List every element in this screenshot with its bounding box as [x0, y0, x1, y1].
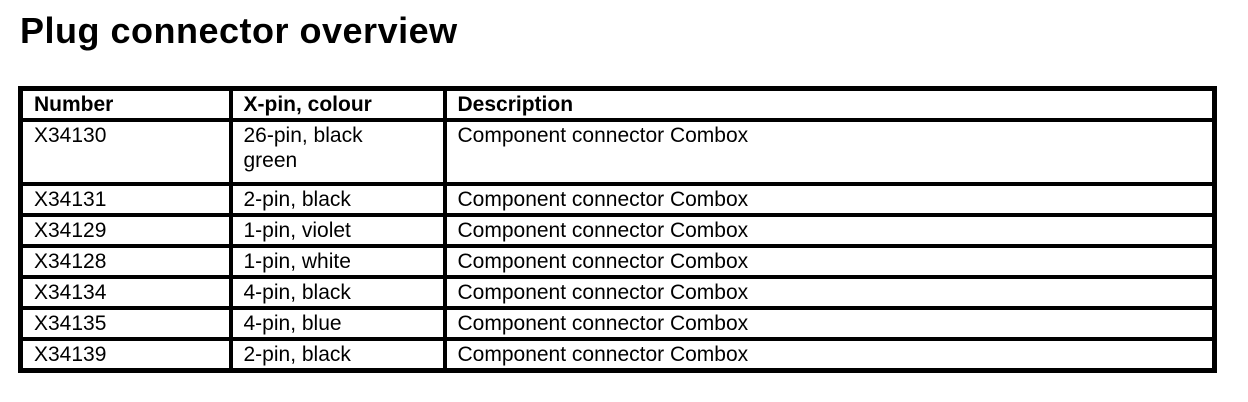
cell-pin-colour: 26-pin, black green	[228, 118, 447, 186]
table-row: X34129 1-pin, violet Component connector…	[18, 213, 1217, 248]
cell-number: X34129	[18, 213, 233, 248]
cell-number: X34131	[18, 182, 233, 217]
table-row: X34128 1-pin, white Component connector …	[18, 244, 1217, 279]
cell-number: X34134	[18, 275, 233, 310]
cell-number: X34139	[18, 337, 233, 373]
header-pin-colour: X-pin, colour	[228, 86, 447, 122]
pin-colour-text: 26-pin, black green	[243, 124, 363, 172]
header-description: Description	[442, 86, 1217, 122]
pin-colour-text: 2-pin, black	[243, 343, 351, 366]
cell-description: Component connector Combox	[442, 182, 1217, 217]
cell-description: Component connector Combox	[442, 244, 1217, 279]
cell-pin-colour: 2-pin, black	[228, 337, 447, 373]
table-header-row: Number X-pin, colour Description	[18, 86, 1217, 122]
table-row: X34135 4-pin, blue Component connector C…	[18, 306, 1217, 341]
cell-description: Component connector Combox	[442, 213, 1217, 248]
plug-connector-table: Number X-pin, colour Description X34130 …	[18, 86, 1217, 373]
page-title: Plug connector overview	[20, 10, 458, 51]
cell-description: Component connector Combox	[442, 118, 1217, 186]
cell-number: X34135	[18, 306, 233, 341]
pin-colour-text: 1-pin, white	[243, 250, 351, 273]
pin-colour-text: 1-pin, violet	[243, 219, 351, 242]
table-row: X34139 2-pin, black Component connector …	[18, 337, 1217, 373]
table-row: X34130 26-pin, black green Component con…	[18, 118, 1217, 186]
pin-colour-text: 4-pin, black	[243, 281, 351, 304]
cell-pin-colour: 2-pin, black	[228, 182, 447, 217]
cell-number: X34130	[18, 118, 233, 186]
cell-description: Component connector Combox	[442, 337, 1217, 373]
cell-description: Component connector Combox	[442, 306, 1217, 341]
header-number: Number	[18, 86, 233, 122]
pin-colour-text: 4-pin, blue	[243, 312, 342, 335]
cell-pin-colour: 4-pin, black	[228, 275, 447, 310]
cell-pin-colour: 1-pin, violet	[228, 213, 447, 248]
cell-description: Component connector Combox	[442, 275, 1217, 310]
pin-colour-text: 2-pin, black	[243, 188, 351, 211]
table-row: X34134 4-pin, black Component connector …	[18, 275, 1217, 310]
cell-pin-colour: 1-pin, white	[228, 244, 447, 279]
cell-number: X34128	[18, 244, 233, 279]
table-row: X34131 2-pin, black Component connector …	[18, 182, 1217, 217]
cell-pin-colour: 4-pin, blue	[228, 306, 447, 341]
